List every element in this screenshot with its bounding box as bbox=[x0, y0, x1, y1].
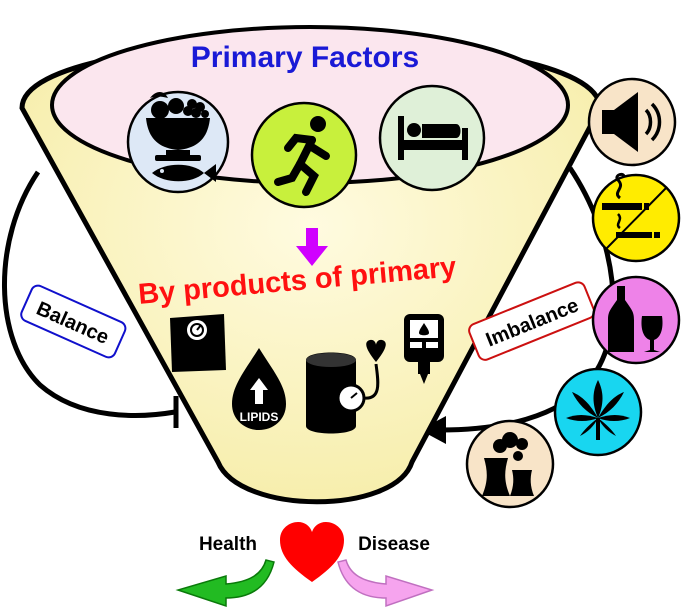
scale-icon bbox=[170, 314, 226, 372]
primary-factor-sleep bbox=[378, 84, 486, 192]
external-factor-alcohol bbox=[591, 275, 681, 365]
alcohol-icon bbox=[608, 286, 663, 352]
balance-loop bbox=[2, 170, 179, 428]
lipids-drop-icon: LIPIDS bbox=[232, 348, 286, 430]
balance-tag: Balance bbox=[20, 284, 127, 359]
sleep-icon bbox=[398, 116, 468, 160]
pollution-icon bbox=[482, 432, 534, 496]
down-arrow bbox=[296, 228, 328, 266]
running-icon bbox=[274, 116, 330, 196]
external-factor-pollution bbox=[465, 419, 555, 509]
external-factor-smoking bbox=[591, 172, 681, 263]
primary-factor-food bbox=[126, 90, 230, 194]
glucose-meter-icon bbox=[404, 314, 444, 384]
external-factor-cannabis bbox=[553, 367, 643, 457]
primary-factors-title: Primary Factors bbox=[191, 41, 419, 74]
noise-icon bbox=[602, 92, 662, 152]
blood-pressure-icon bbox=[306, 339, 386, 434]
heart-icon bbox=[280, 522, 344, 582]
disease-label: Disease bbox=[358, 534, 430, 555]
health-label: Health bbox=[199, 534, 257, 555]
primary-factor-exercise bbox=[250, 101, 358, 209]
health-arrow bbox=[175, 559, 275, 608]
cannabis-icon bbox=[566, 380, 630, 440]
lipids-label: LIPIDS bbox=[240, 410, 279, 424]
smoking-icon bbox=[602, 172, 668, 250]
disease-arrow bbox=[337, 559, 435, 608]
external-factor-noise bbox=[587, 77, 677, 167]
food-icon bbox=[146, 92, 216, 182]
